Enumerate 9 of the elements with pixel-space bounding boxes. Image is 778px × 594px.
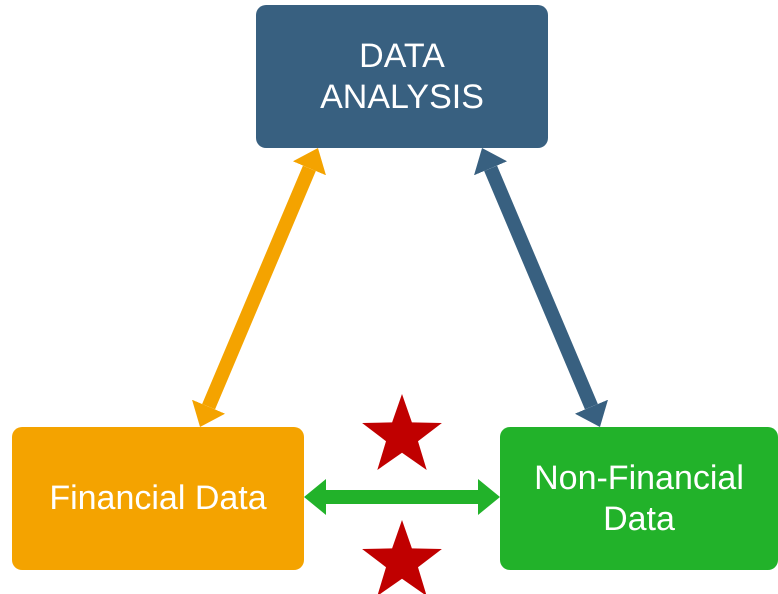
double-arrow [304,479,500,515]
double-arrow [474,148,608,427]
box-label: Financial Data [49,478,267,519]
process-box [256,5,548,148]
box-label: Non-Financial Data [533,458,745,540]
double-arrow [192,148,326,427]
box-label: DATA ANALYSIS [319,36,485,118]
process-box [12,427,304,570]
process-box [500,427,778,570]
